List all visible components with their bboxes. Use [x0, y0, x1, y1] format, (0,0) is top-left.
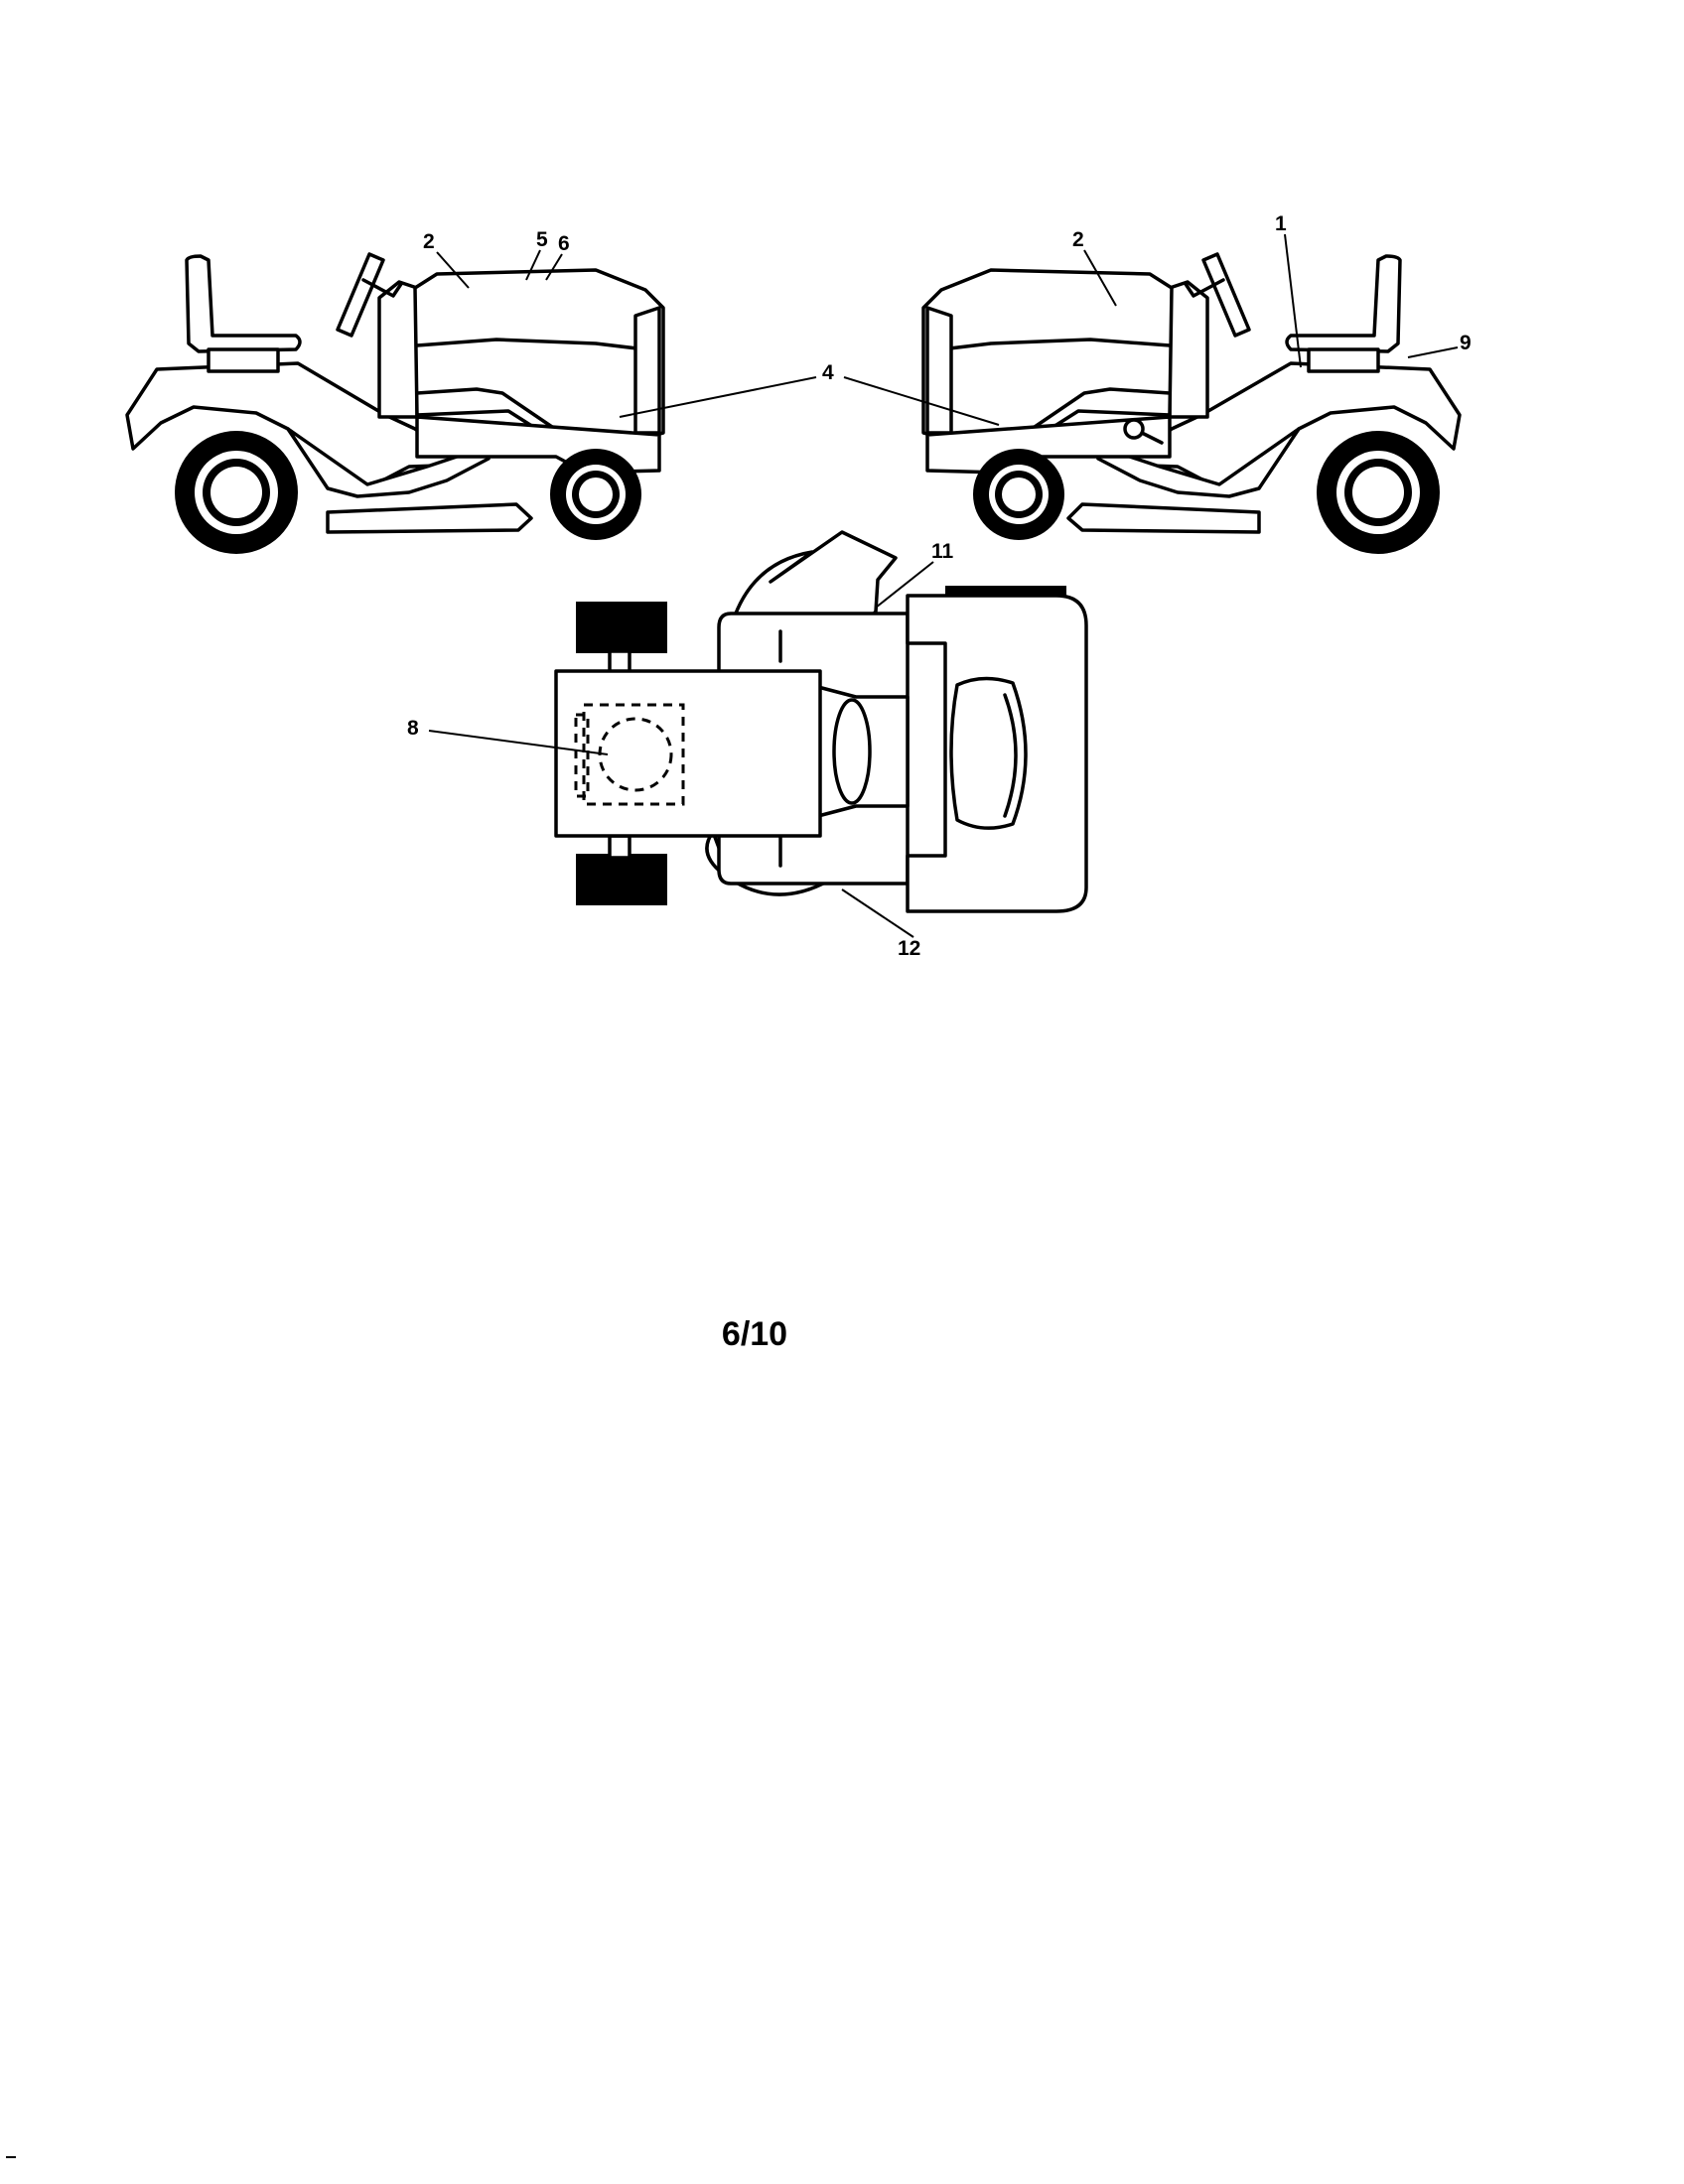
front-grille	[633, 306, 661, 435]
front-right-tire	[576, 854, 667, 905]
hood	[413, 268, 665, 441]
callout-1: 1	[1275, 212, 1287, 235]
callout-11: 11	[931, 540, 954, 563]
dash-console	[377, 280, 419, 419]
callout-4: 4	[822, 361, 834, 384]
engine-flywheel	[598, 717, 673, 792]
steering-wheel	[336, 252, 385, 338]
callout-6: 6	[558, 232, 570, 255]
callout-12: 12	[898, 937, 920, 960]
callout-numbers: 2 5 6 4 2 1 9 11 8 12	[407, 212, 1472, 960]
seat	[185, 254, 302, 353]
page-number: 6/10	[721, 1315, 788, 1353]
mower-deck	[326, 502, 533, 534]
callout-2-left: 2	[423, 230, 435, 253]
front-grille-right	[925, 306, 953, 435]
steering-wheel-right	[1201, 252, 1251, 338]
tractor-top-view	[554, 530, 1088, 913]
top-seat	[949, 676, 1028, 830]
discharge-chute	[731, 530, 898, 625]
scan-edge-mark	[6, 2156, 16, 2158]
seat-base	[207, 347, 280, 373]
dash-console-right	[1168, 280, 1209, 419]
leader-lines	[428, 233, 1459, 938]
seat-right	[1285, 254, 1402, 353]
top-steering-wheel	[832, 698, 872, 805]
tractor-right-side-view	[921, 252, 1462, 554]
callout-9: 9	[1460, 332, 1472, 354]
mower-deck-right	[1066, 502, 1261, 534]
tractor-left-side-view	[125, 252, 665, 554]
front-left-tire	[576, 602, 667, 653]
frame-footrest-right	[1096, 427, 1301, 498]
frame-footrest	[286, 427, 491, 498]
callout-2-right: 2	[1072, 228, 1084, 251]
callout-5: 5	[536, 228, 548, 251]
engine-outline	[582, 703, 685, 806]
seat-base-right	[1307, 347, 1380, 373]
hood-right	[921, 268, 1174, 441]
lift-lever-knob	[1123, 418, 1145, 440]
callout-8: 8	[407, 717, 419, 740]
